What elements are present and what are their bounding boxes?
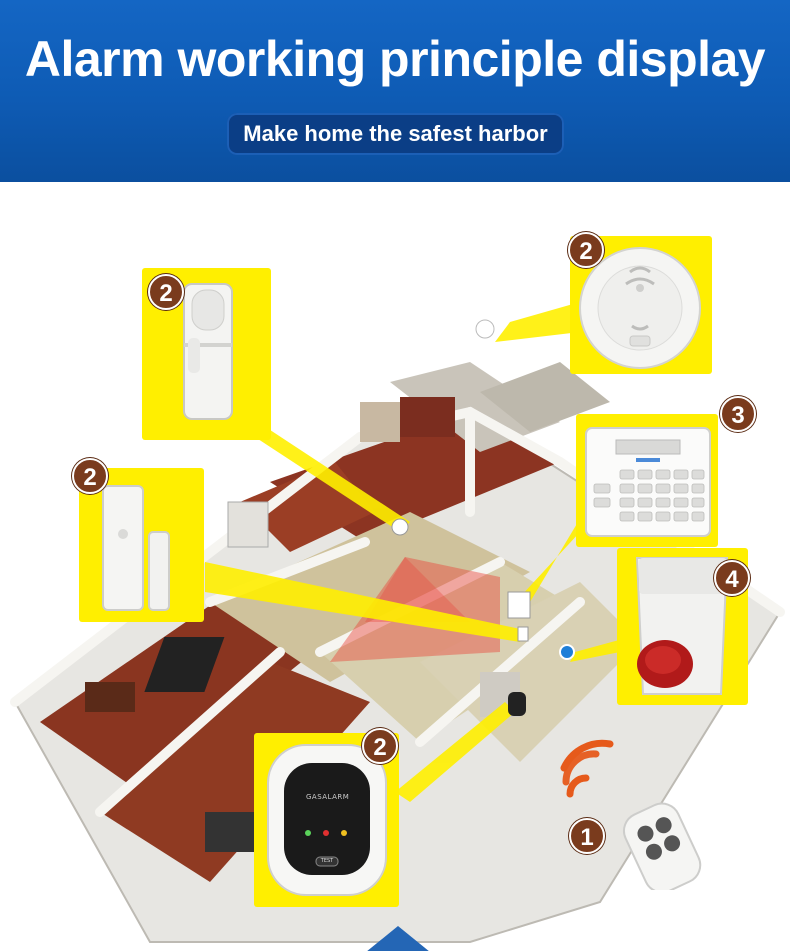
control-panel-image xyxy=(585,427,711,537)
header-banner: Alarm working principle display Make hom… xyxy=(0,0,790,182)
subtitle-pill: Make home the safest harbor xyxy=(227,113,564,155)
smoke-detector-number-badge: 2 xyxy=(568,232,604,268)
control-panel-card xyxy=(576,414,718,547)
pir-sensor-number-badge: 2 xyxy=(148,274,184,310)
pir-sensor-image xyxy=(183,283,233,420)
gas-detector-image xyxy=(267,744,387,896)
door-sensor-card xyxy=(79,468,204,622)
siren-image xyxy=(635,557,729,695)
smoke-detector-image xyxy=(579,247,701,369)
scroll-down-arrow-icon xyxy=(366,926,430,951)
siren-number-badge: 4 xyxy=(714,560,750,596)
door-sensor-image xyxy=(102,485,170,611)
gas-detector-test-label: TEST xyxy=(320,858,334,864)
wifi-signal-icon xyxy=(560,739,614,798)
gas-detector-number-badge: 2 xyxy=(362,728,398,764)
page-title: Alarm working principle display xyxy=(24,31,766,87)
door-sensor-number-badge: 2 xyxy=(72,458,108,494)
remote-control-number-badge: 1 xyxy=(569,818,605,854)
gas-detector-brand-label: GASALARM xyxy=(306,793,350,801)
pir-sensor-card xyxy=(142,268,271,440)
control-panel-number-badge: 3 xyxy=(720,396,756,432)
gas-detector-card: GASALARM TEST xyxy=(254,733,399,907)
remote-control-image xyxy=(622,802,702,890)
